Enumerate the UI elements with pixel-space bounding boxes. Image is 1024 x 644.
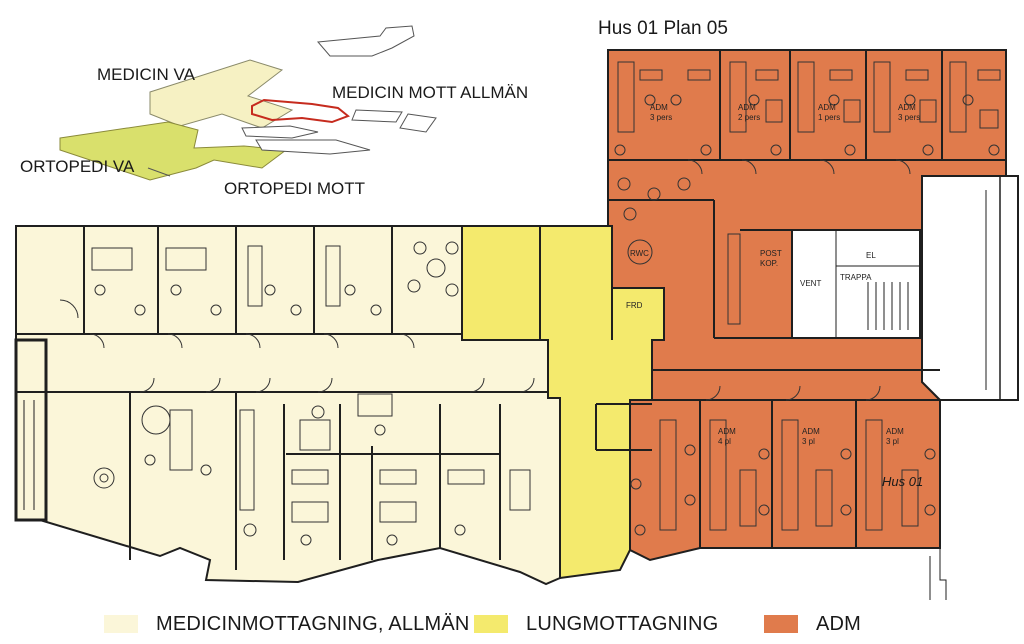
room-label: ADM — [802, 427, 820, 436]
room-label: VENT — [800, 279, 821, 288]
room-label: KOP. — [760, 259, 778, 268]
building-label: Hus 01 — [882, 474, 923, 489]
core-stair — [835, 230, 920, 338]
room-label: TRAPPA — [840, 273, 872, 282]
legend-swatch — [764, 615, 798, 633]
key-label-medicin-va: MEDICIN VA — [97, 65, 196, 84]
legend-item-lung: LUNGMOTTAGNING — [474, 612, 718, 636]
room-labels: ADM 3 pers ADM 2 pers ADM 1 pers ADM 3 p… — [626, 103, 923, 489]
legend-swatch — [104, 615, 138, 633]
room-label: ADM — [898, 103, 916, 112]
service-core — [791, 229, 921, 339]
legend-item-adm: ADM — [764, 612, 861, 636]
door-swings — [59, 159, 911, 401]
legend: MEDICINMOTTAGNING, ALLMÄN LUNGMOTTAGNING… — [0, 604, 1024, 644]
stair-block — [14, 338, 48, 522]
key-building-outline — [351, 109, 403, 123]
room-label: RWC — [630, 249, 649, 258]
key-label-medicin-mott: MEDICIN MOTT ALLMÄN — [332, 83, 528, 102]
key-building-outline — [399, 113, 437, 133]
room-label: ADM — [886, 427, 904, 436]
key-label-ortopedi-va: ORTOPEDI VA — [20, 157, 135, 176]
room-label: ADM — [738, 103, 756, 112]
key-ortopedi-va-area — [59, 121, 288, 181]
legend-label: MEDICINMOTTAGNING, ALLMÄN — [156, 612, 470, 635]
adm-top-walls — [608, 50, 1006, 548]
room-label: EL — [866, 251, 876, 260]
room-label: 2 pers — [738, 113, 760, 122]
room-label: POST — [760, 249, 782, 258]
legend-label: ADM — [816, 612, 862, 635]
room-label: 3 pers — [898, 113, 920, 122]
key-medicin-mott-outline — [251, 98, 350, 124]
plan-title: Hus 01 Plan 05 — [598, 18, 728, 39]
key-plan: MEDICIN VA MEDICIN MOTT ALLMÄN ORTOPEDI … — [20, 25, 528, 198]
key-label-ortopedi-mott: ORTOPEDI MOTT — [224, 179, 365, 198]
room-label: 3 pl — [802, 437, 815, 446]
key-leader-line — [147, 167, 171, 177]
room-label: ADM — [818, 103, 836, 112]
room-label: 3 pl — [886, 437, 899, 446]
key-building-outline — [316, 25, 415, 57]
room-label: FRD — [626, 301, 643, 310]
legend-item-medicin: MEDICINMOTTAGNING, ALLMÄN — [104, 612, 470, 636]
room-label: 3 pers — [650, 113, 672, 122]
exterior-structure — [921, 175, 1019, 401]
legend-label: LUNGMOTTAGNING — [526, 612, 719, 635]
key-building-outline — [255, 139, 371, 155]
exterior-detail — [929, 548, 947, 600]
key-building-outline — [241, 125, 319, 139]
room-label: ADM — [718, 427, 736, 436]
room-label: 1 pers — [818, 113, 840, 122]
furniture-chairs — [93, 94, 1000, 546]
furniture-desks — [91, 61, 1001, 531]
room-label: ADM — [650, 103, 668, 112]
legend-swatch — [474, 615, 508, 633]
room-label: 4 pl — [718, 437, 731, 446]
